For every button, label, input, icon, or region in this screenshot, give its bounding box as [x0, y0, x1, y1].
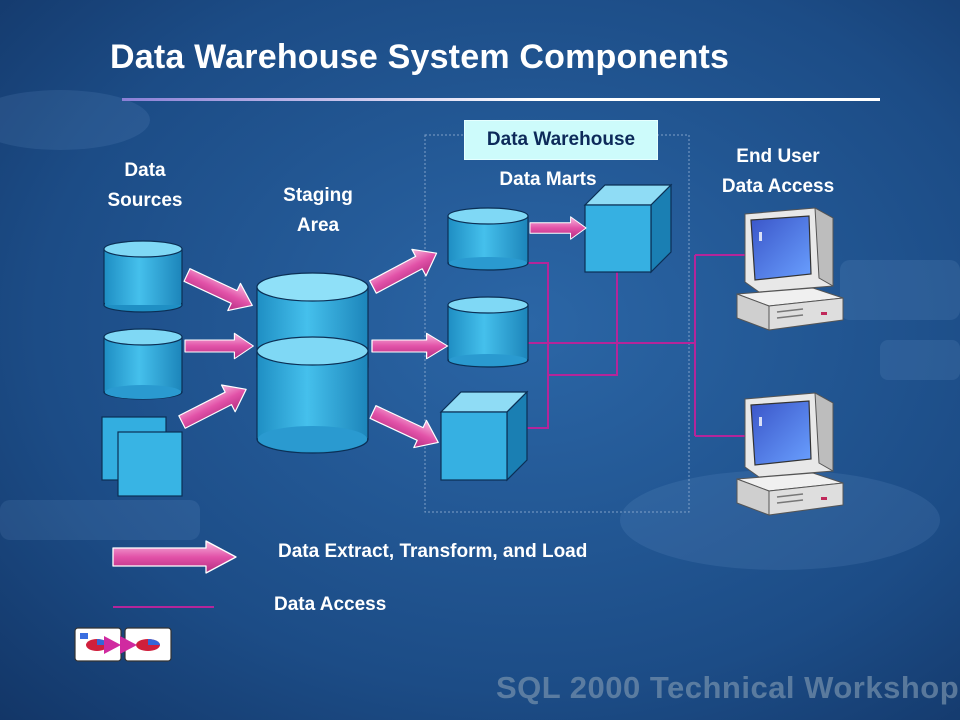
data-warehouse-badge: Data Warehouse — [464, 120, 658, 160]
end-user-label-line: Data Access — [721, 176, 835, 197]
staging-area-label-line: Staging — [283, 185, 353, 206]
staging-area-label: Staging Area — [268, 181, 368, 241]
data-marts-label: Data Marts — [499, 169, 597, 190]
slide-title: Data Warehouse System Components — [110, 38, 730, 76]
desktop-computer-icon — [736, 207, 844, 331]
nav-arrow-icon — [120, 636, 137, 654]
legend-etl-arrow-icon — [112, 540, 237, 574]
source-database-icon — [103, 240, 183, 313]
nav-next-button[interactable] — [124, 627, 172, 662]
data-access-lines — [527, 254, 752, 437]
warehouse-database-icon — [447, 296, 529, 368]
warehouse-database-icon — [447, 207, 529, 271]
end-user-label-line: End User — [736, 146, 820, 167]
staging-area-label-line: Area — [296, 215, 340, 236]
nav-arrow-icon — [104, 636, 121, 654]
desktop-computer-icon — [736, 392, 844, 516]
pie-chart-icon — [136, 639, 160, 651]
title-underline — [122, 98, 880, 101]
warehouse-cube-icon — [439, 390, 529, 482]
data-sources-label-line: Data — [124, 160, 166, 181]
data-sources-label-line: Sources — [107, 190, 183, 211]
source-database-icon — [103, 328, 183, 400]
workshop-watermark: SQL 2000 Technical Workshop — [496, 670, 960, 705]
staging-database-icon — [256, 336, 369, 454]
nav-previous-button[interactable] — [74, 627, 122, 662]
legend-access-label: Data Access — [274, 594, 387, 615]
legend-etl-label: Data Extract, Transform, and Load — [278, 541, 588, 562]
data-sources-label: Data Sources — [95, 156, 195, 216]
source-document-icon — [101, 416, 183, 497]
data-mart-cube-icon — [583, 183, 673, 274]
end-user-label: End User Data Access — [710, 142, 846, 202]
